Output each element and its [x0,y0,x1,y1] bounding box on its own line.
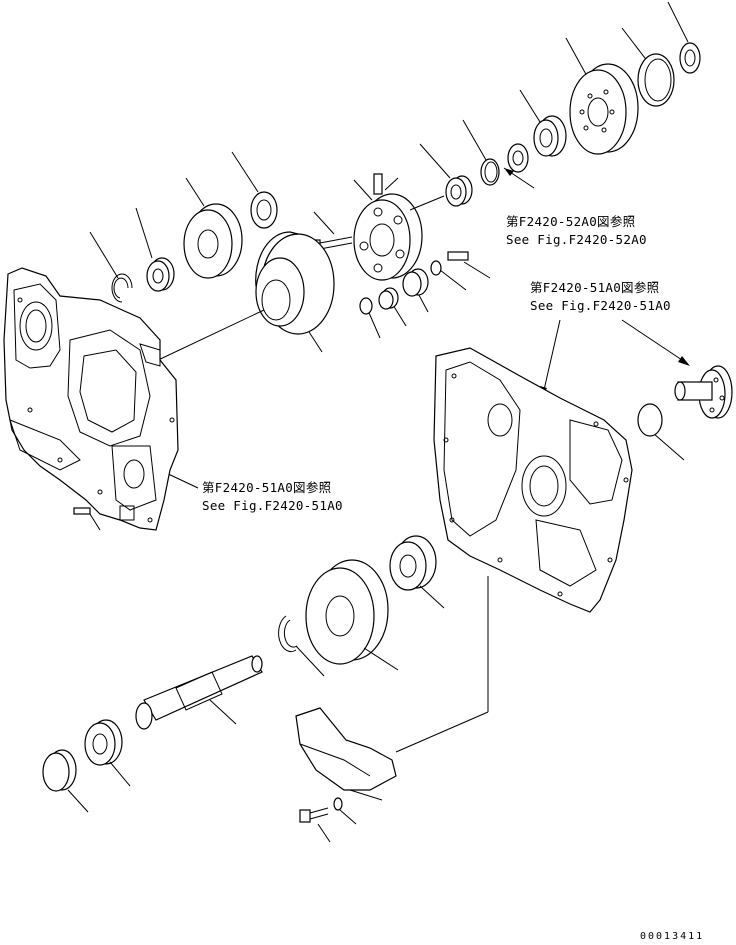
snap-ring-upper [480,158,500,186]
dowel-pin-left [73,507,101,531]
planet-carrier [353,193,445,281]
ref-label-en-3: See Fig.F2420-51A0 [202,498,343,513]
oil-seal [250,191,278,229]
planet-gear [402,268,429,297]
drawing-number: 00013411 [640,931,704,942]
callout-leaders [89,1,690,489]
flange-shaft [674,365,733,419]
ref-label-jp-3: 第F2420-51A0図参照 [202,480,331,495]
ref-label-en-1: See Fig.F2420-52A0 [506,232,647,247]
bearing-left [146,257,175,292]
ring-gear-drum [153,231,335,363]
needle-bearing [445,175,473,207]
ref-label-jp-1: 第F2420-52A0図参照 [506,214,635,229]
nut [359,297,373,315]
pin-top [373,173,383,195]
washer-small [430,260,442,276]
transmission-case-left [3,267,179,531]
output-shaft [135,655,263,730]
guard-cover [295,707,397,801]
transmission-case-right [395,347,633,753]
bearing-lower-right [389,535,445,609]
snap-ring-large [637,53,675,107]
bearing-upper [533,115,567,157]
bolt-lower [299,807,331,843]
o-ring [637,403,663,437]
washer-lower [333,797,357,825]
drive-disk [569,63,639,155]
seal-upper [507,143,529,173]
roller-bearing-small [378,287,399,310]
snap-ring-lower [278,615,325,677]
shaft-pin [447,251,469,261]
bearing-lower-left [84,719,131,787]
spur-gear-upper [183,203,243,279]
ref-label-en-2: See Fig.F2420-51A0 [530,298,671,313]
seal-lower-left [42,749,89,813]
snap-ring-left [111,273,133,303]
output-gear [305,559,399,671]
ref-label-jp-2: 第F2420-51A0図参照 [530,280,659,295]
ring-small-top [679,42,701,74]
